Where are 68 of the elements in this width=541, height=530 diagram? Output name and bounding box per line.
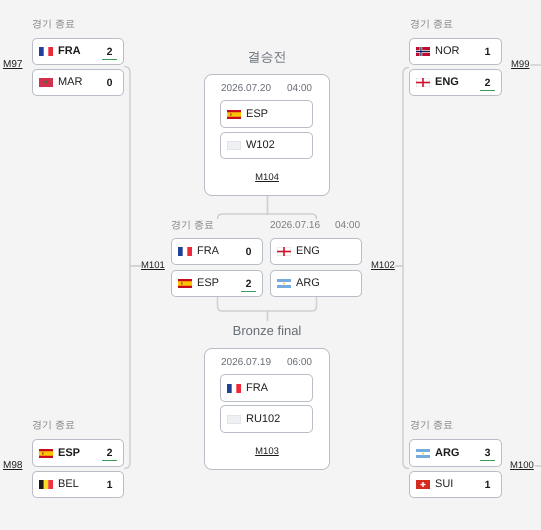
team-code: NOR bbox=[435, 45, 460, 58]
score: 2 bbox=[102, 46, 117, 60]
score: 1 bbox=[106, 478, 114, 490]
team-card bbox=[32, 38, 124, 65]
team-card bbox=[220, 405, 313, 433]
score: 0 bbox=[106, 76, 114, 88]
match-link: M101 bbox=[141, 260, 165, 272]
team-code: SUI bbox=[435, 478, 454, 491]
match-status: 경기 종료 bbox=[410, 19, 453, 31]
score: 2 bbox=[480, 76, 495, 90]
team-card bbox=[409, 38, 502, 65]
team-code: ENG bbox=[435, 76, 459, 89]
team-code: ARG bbox=[435, 446, 460, 460]
match-status: 경기 종료 bbox=[410, 420, 453, 432]
score: 2 bbox=[241, 278, 256, 292]
bracket-line bbox=[534, 465, 541, 467]
score: 1 bbox=[484, 46, 492, 58]
bracket-line bbox=[530, 64, 541, 66]
match-time: 04:00 bbox=[335, 220, 360, 232]
team-code: ESP bbox=[197, 277, 220, 290]
match-date: 2026.07.16 bbox=[270, 220, 320, 232]
match-status: 경기 종료 bbox=[171, 220, 214, 232]
team-card bbox=[220, 132, 313, 159]
match-link: M99 bbox=[511, 59, 530, 71]
team-code: ESP bbox=[246, 108, 268, 120]
match-link: M98 bbox=[3, 460, 22, 472]
match-link: M102 bbox=[371, 260, 395, 272]
match-link: M104 bbox=[255, 172, 279, 184]
team-card bbox=[220, 374, 313, 402]
match-link: M97 bbox=[3, 59, 22, 71]
score: 3 bbox=[480, 447, 495, 461]
score: 2 bbox=[102, 447, 117, 461]
team-card bbox=[409, 439, 502, 467]
match-status: 경기 종료 bbox=[32, 19, 75, 31]
match-date: 2026.07.19 bbox=[221, 357, 272, 369]
team-code: ESP bbox=[58, 446, 80, 460]
team-code: ARG bbox=[296, 277, 320, 290]
match-status: 경기 종료 bbox=[32, 420, 75, 432]
match-link: M103 bbox=[255, 446, 279, 458]
team-card bbox=[32, 471, 124, 498]
team-code: RU102 bbox=[246, 412, 280, 426]
round-title: 결승전 bbox=[248, 49, 286, 64]
team-code: FRA bbox=[246, 382, 268, 394]
match-link: M100 bbox=[510, 460, 534, 472]
team-code: W102 bbox=[246, 139, 275, 152]
team-code: FRA bbox=[197, 245, 219, 258]
team-card bbox=[409, 69, 502, 96]
team-code: MAR bbox=[58, 76, 82, 89]
score: 1 bbox=[484, 478, 492, 490]
round-title: Bronze final bbox=[232, 323, 302, 338]
team-code: FRA bbox=[58, 45, 81, 58]
team-card bbox=[409, 471, 502, 498]
team-card bbox=[270, 270, 362, 297]
team-card bbox=[171, 238, 263, 265]
match-date: 2026.07.20 bbox=[221, 83, 272, 95]
bracket-line bbox=[266, 196, 318, 220]
team-card bbox=[171, 270, 263, 297]
team-card bbox=[270, 238, 362, 265]
bracket-line bbox=[124, 265, 141, 470]
score: 0 bbox=[244, 246, 252, 258]
match-time: 06:00 bbox=[286, 357, 312, 369]
team-code: ENG bbox=[296, 245, 320, 258]
bracket-line bbox=[266, 297, 318, 321]
match-time: 04:00 bbox=[286, 83, 312, 95]
team-code: BEL bbox=[58, 478, 79, 491]
team-card bbox=[220, 100, 313, 128]
team-card bbox=[32, 69, 124, 96]
team-card bbox=[32, 439, 124, 467]
